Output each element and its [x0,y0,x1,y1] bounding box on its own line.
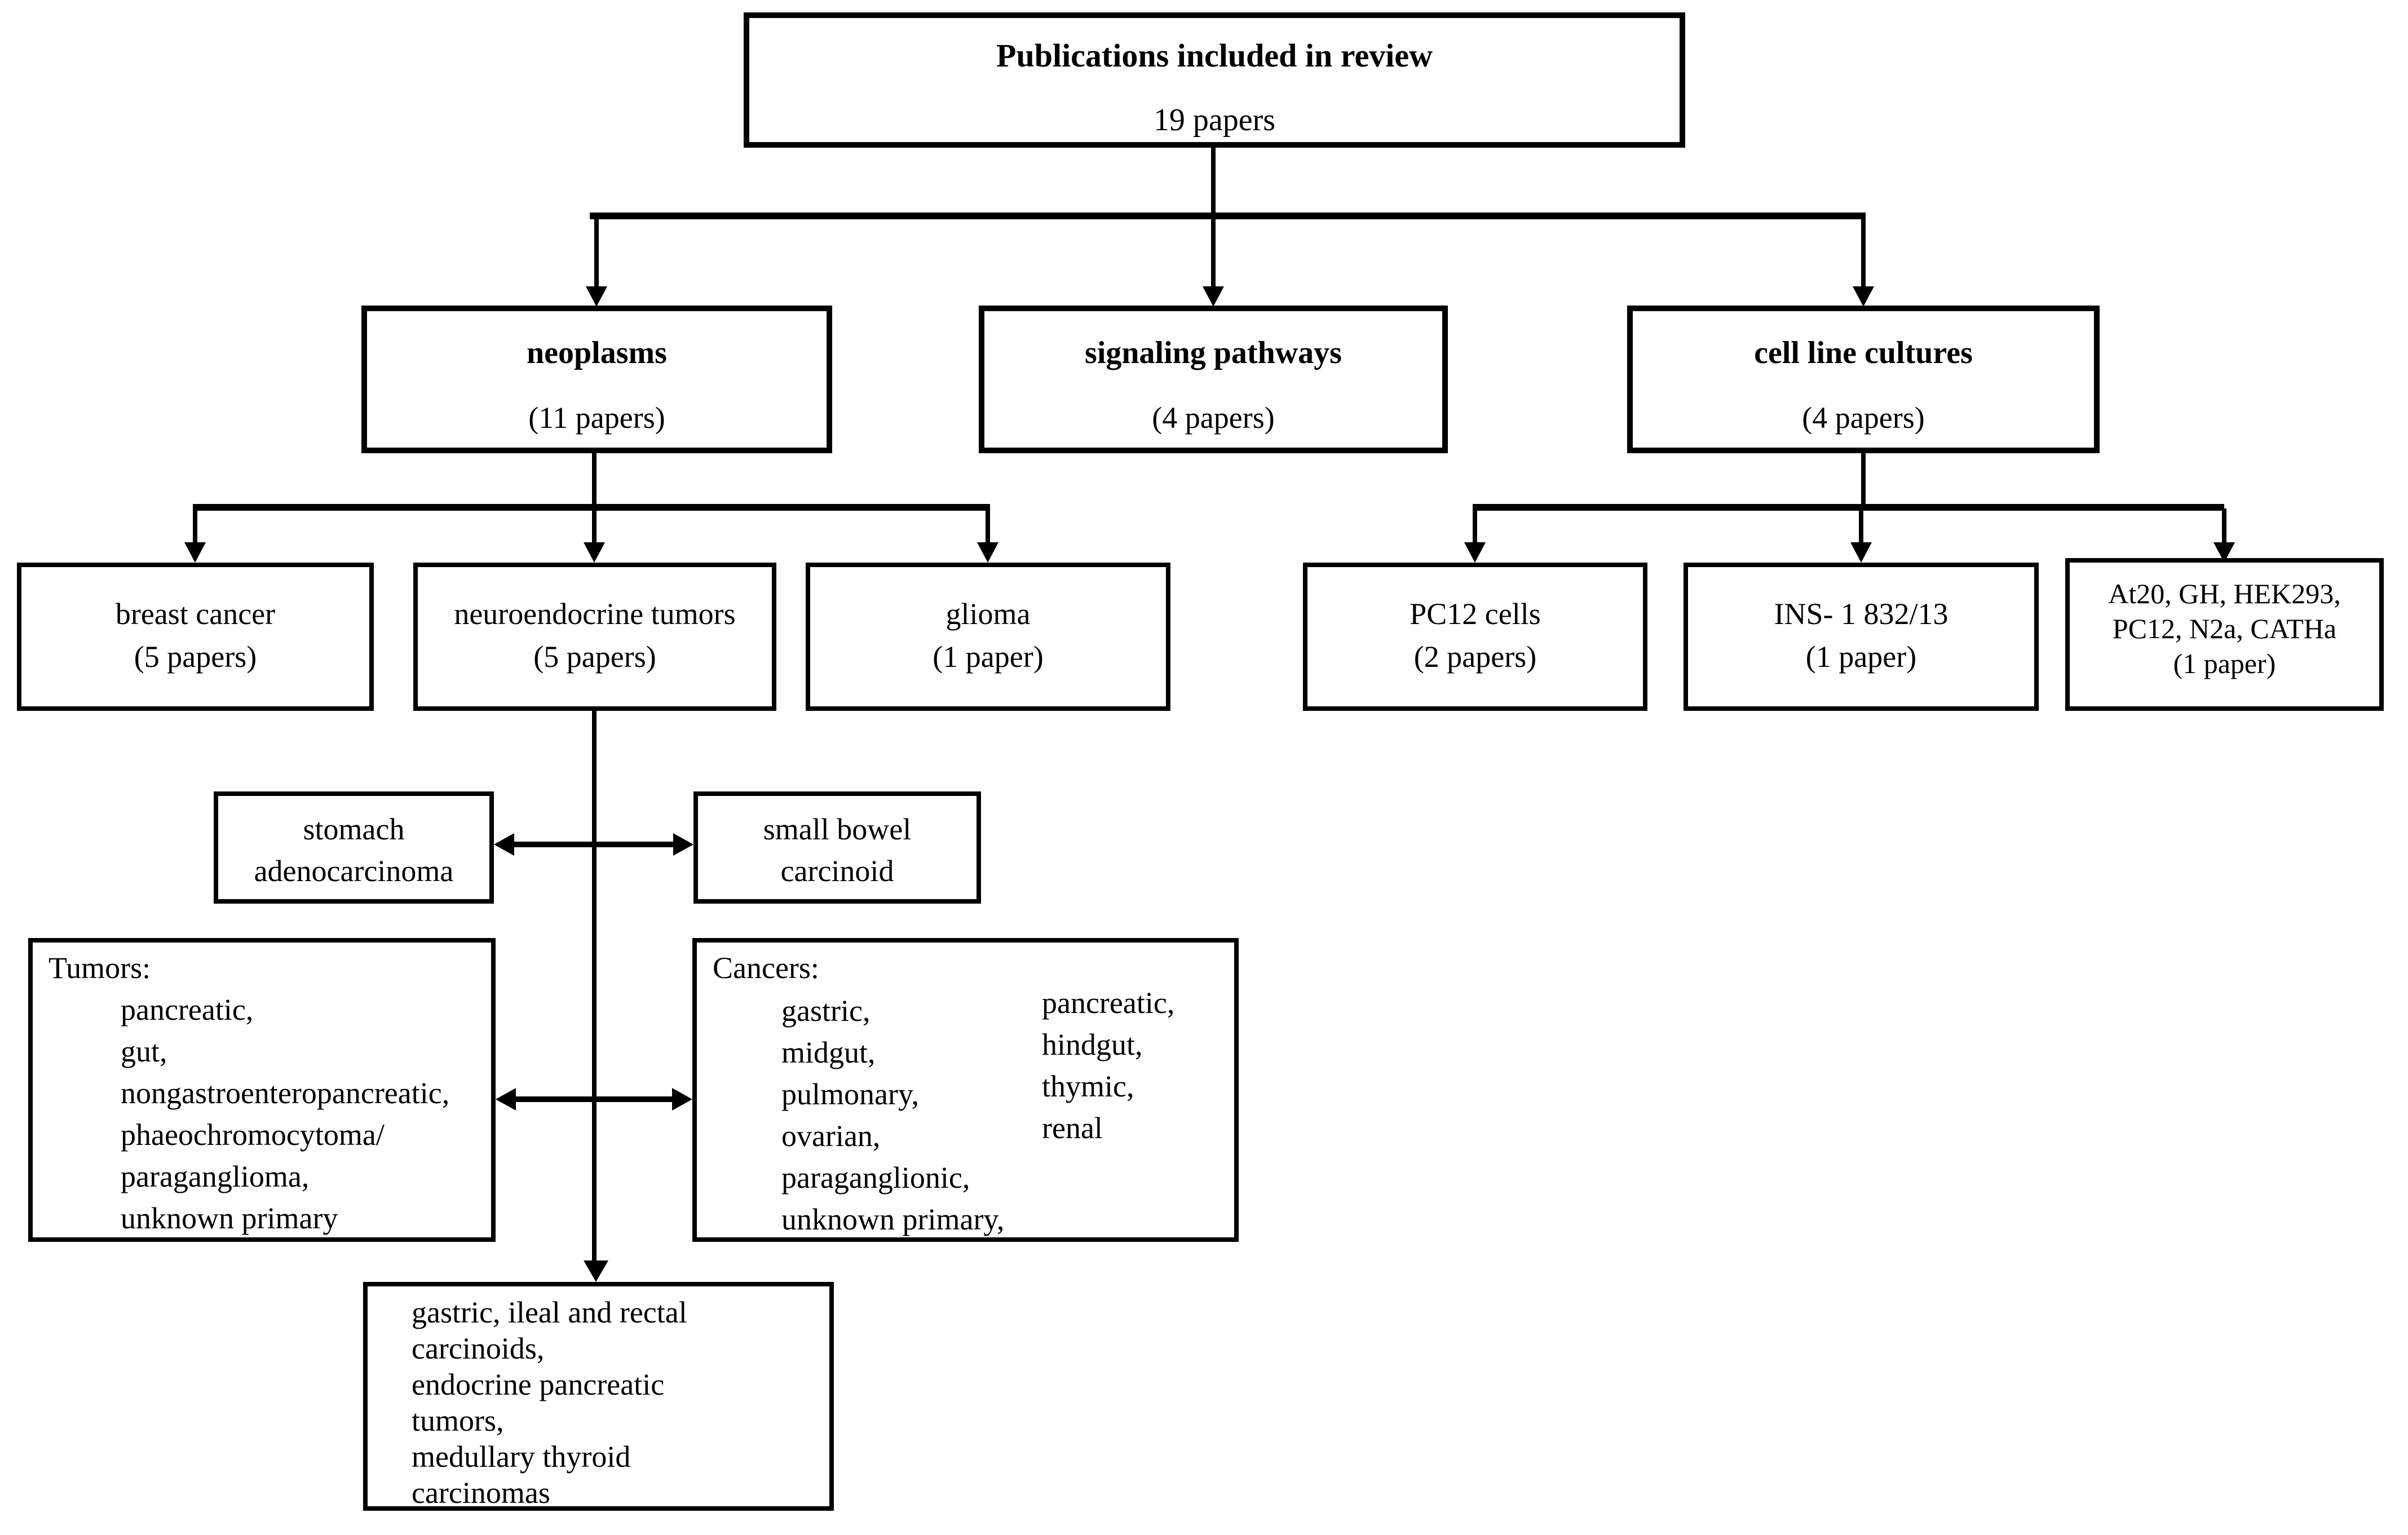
cancers-item: renal [1042,1111,1103,1145]
branch-count: (4 papers) [1152,401,1275,435]
arrowhead-left-tumors [496,1088,516,1111]
cancers-header: Cancers: [713,951,819,985]
cellline-box-at20-mixed: At20, GH, HEK293, PC12, N2a, CATHa (1 pa… [2065,558,2384,711]
arrowhead-down-pc12 [1464,542,1486,563]
arrowhead-right-cancers [672,1088,692,1111]
root-title: Publications included in review [996,37,1433,74]
connector-rail-level2 [590,213,1866,219]
carcinoids-line: carcinoids, [412,1331,545,1365]
type-count: (5 papers) [134,640,257,674]
cancers-col2: pancreatic, hindgut, thymic, renal [1042,982,1174,1149]
type-box-glioma: glioma (1 paper) [806,563,1170,711]
connector-rail-to-neoplasms [594,217,599,287]
connector-rail-to-celllines [1861,217,1866,287]
connector-neuroendocrine-to-carcinoids [592,710,597,1262]
connector-rail-neoplasm-types [193,504,990,511]
connector-rail-to-neuroendocrine [592,508,597,545]
carcinoids-line: medullary thyroid [412,1440,631,1474]
cancers-item: hindgut, [1042,1028,1143,1061]
cancers-item: gastric, [781,994,871,1028]
arrowhead-down-neoplasms [586,286,607,307]
subtype-line1: stomach [303,812,405,846]
branch-title: cell line cultures [1754,335,1973,370]
cancers-col1: gastric, midgut, pulmonary, ovarian, par… [781,990,1004,1240]
cellline-name: INS- 1 832/13 [1774,597,1949,631]
arrowhead-right-smallbowel [673,833,693,856]
arrowhead-down-carcinoids [584,1260,608,1282]
connector-neoplasms-to-rail [592,451,597,508]
type-title: glioma [945,597,1031,631]
arrowhead-down-ins1 [1850,542,1872,563]
list-box-carcinoids: gastric, ileal and rectal carcinoids, en… [363,1282,834,1511]
branch-count: (11 papers) [528,401,665,435]
cancers-item: ovarian, [781,1119,881,1153]
tumors-item: paraganglioma, [121,1160,310,1193]
connector-rail-to-ins1 [1859,508,1863,545]
type-title: breast cancer [115,597,276,631]
cellline-name-line2: PC12, N2a, CATHa [2112,613,2337,644]
subtype-line1: small bowel [763,812,912,846]
connector-tumors-cancers [514,1096,674,1102]
cellline-name: PC12 cells [1410,597,1541,631]
connector-rail-to-glioma [986,508,990,545]
carcinoids-line: gastric, ileal and rectal [412,1295,687,1329]
tumors-item: gut, [121,1034,167,1068]
arrowhead-down-breast [184,542,206,563]
cancers-item: thymic, [1042,1069,1134,1103]
subtype-line2: carcinoid [780,854,894,888]
type-count: (5 papers) [533,640,656,674]
tumors-item: unknown primary [121,1201,338,1235]
arrowhead-left-stomach [494,833,514,856]
tumors-item: pancreatic, [121,993,254,1027]
cellline-name-line1: At20, GH, HEK293, [2108,578,2341,609]
cancers-item: pancreatic, [1042,986,1175,1020]
carcinoids-lines: gastric, ileal and rectal carcinoids, en… [412,1294,687,1511]
type-box-neuroendocrine-tumors: neuroendocrine tumors (5 papers) [413,563,776,711]
carcinoids-line: tumors, [412,1404,504,1437]
cellline-box-pc12: PC12 cells (2 papers) [1303,563,1647,711]
cellline-count: (1 paper) [2173,648,2276,679]
cancers-item: pulmonary, [781,1077,919,1111]
cancers-item: midgut, [781,1036,876,1069]
list-box-cancers: Cancers: gastric, midgut, pulmonary, ova… [692,938,1239,1242]
cellline-count: (1 paper) [1805,640,1917,674]
branch-title: neoplasms [527,335,667,370]
connector-rail-to-pc12 [1473,508,1477,545]
branch-box-signaling-pathways: signaling pathways (4 papers) [979,306,1448,453]
connector-stomach-smallbowel [512,842,675,847]
connector-rail-to-at20 [2222,508,2226,545]
subtype-line2: adenocarcinoma [254,854,454,888]
arrowhead-down-glioma [977,542,998,563]
root-box-publications: Publications included in review 19 paper… [744,12,1685,148]
carcinoids-line: endocrine pancreatic [412,1368,665,1401]
branch-title: signaling pathways [1085,335,1342,370]
cancers-item: paraganglionic, [781,1161,970,1195]
tumors-item: nongastroenteropancreatic, [121,1076,450,1110]
branch-count: (4 papers) [1802,401,1925,435]
connector-rail-cellline-types [1473,504,2224,511]
connector-rail-to-breast [193,508,197,545]
root-count: 19 papers [1153,102,1276,138]
cellline-count: (2 papers) [1413,640,1537,674]
cellline-box-ins1: INS- 1 832/13 (1 paper) [1684,563,2039,711]
list-box-tumors: Tumors: pancreatic, gut, nongastroentero… [28,938,496,1242]
branch-box-cell-line-cultures: cell line cultures (4 papers) [1627,306,2100,453]
cancers-item: unknown primary, [781,1202,1005,1236]
tumors-item: phaeochromocytoma/ [121,1118,385,1152]
subtype-box-small-bowel-carcinoid: small bowel carcinoid [693,791,981,904]
type-title: neuroendocrine tumors [454,597,736,631]
arrowhead-down-neuroendocrine [584,542,605,563]
tumors-header: Tumors: [48,951,151,985]
tumors-items: pancreatic, gut, nongastroenteropancreat… [121,989,449,1239]
arrowhead-down-at20 [2213,542,2235,563]
connector-celllines-to-rail [1861,451,1866,508]
carcinoids-line: carcinomas [412,1476,550,1510]
branch-box-neoplasms: neoplasms (11 papers) [361,306,832,453]
arrowhead-down-signaling [1203,286,1224,307]
type-count: (1 paper) [933,640,1044,674]
type-box-breast-cancer: breast cancer (5 papers) [17,563,374,711]
arrowhead-down-celllines [1853,286,1874,307]
subtype-box-stomach-adenocarcinoma: stomach adenocarcinoma [214,791,494,904]
